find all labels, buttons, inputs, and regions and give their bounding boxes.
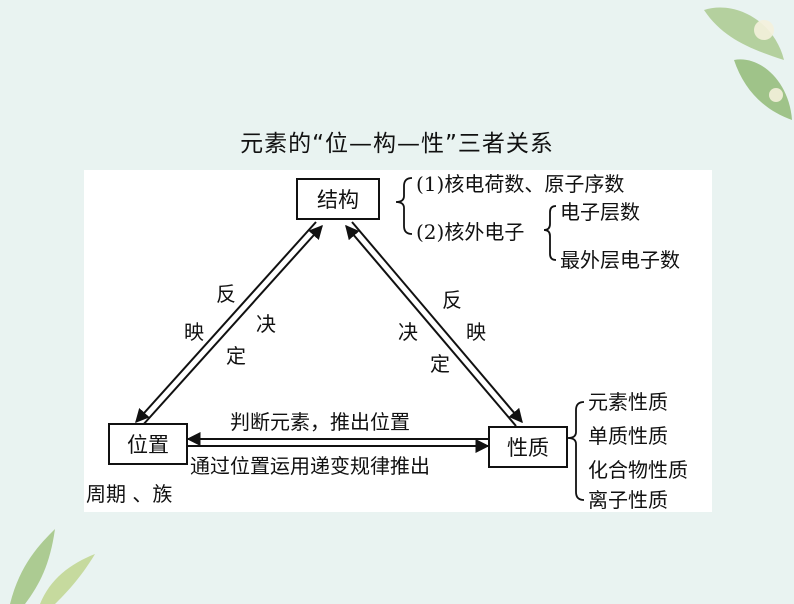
arrow-position-to-structure xyxy=(141,224,323,427)
arrow-structure-to-position xyxy=(135,221,317,424)
right-reflect-char-1: 反 xyxy=(442,288,462,312)
bottom-top-label: 判断元素，推出位置 xyxy=(230,410,410,434)
node-structure: 结构 xyxy=(296,178,380,220)
structure-item-2-sub-1: 电子层数 xyxy=(560,200,640,224)
left-reflect-char-1: 反 xyxy=(216,282,236,306)
diagram-panel: 结构 位置 性质 (1)核电荷数、原子序数 (2)核外电子 电子层数 最外层电子… xyxy=(84,170,712,512)
property-item-4: 离子性质 xyxy=(588,488,668,512)
brace-structure xyxy=(395,177,413,235)
structure-item-2: (2)核外电子 xyxy=(416,220,525,244)
position-details: 周期 、族 xyxy=(86,482,173,506)
slide-title: 元素的“位—构—性”三者关系 xyxy=(240,131,554,157)
node-position: 位置 xyxy=(108,423,188,465)
bottom-under-label: 通过位置运用递变规律推出 xyxy=(190,454,430,478)
brace-electrons xyxy=(543,205,557,261)
left-reflect-char-2: 映 xyxy=(184,320,204,344)
right-decide-char-2: 定 xyxy=(430,352,450,376)
left-decide-char-1: 决 xyxy=(256,312,276,336)
leaf-decoration-top-right xyxy=(704,7,792,120)
property-item-2: 单质性质 xyxy=(588,424,668,448)
node-property: 性质 xyxy=(488,426,568,468)
brace-property xyxy=(567,401,585,501)
structure-item-2-sub-2: 最外层电子数 xyxy=(560,248,680,272)
right-reflect-char-2: 映 xyxy=(466,320,486,344)
property-item-3: 化合物性质 xyxy=(588,458,688,482)
property-item-1: 元素性质 xyxy=(588,390,668,414)
right-decide-char-1: 决 xyxy=(398,320,418,344)
left-decide-char-2: 定 xyxy=(226,344,246,368)
arrow-structure-to-property xyxy=(351,221,523,424)
relation-arrows xyxy=(135,177,585,501)
structure-item-1: (1)核电荷数、原子序数 xyxy=(416,172,625,196)
leaf-decoration-bottom-left xyxy=(10,529,95,604)
arrow-property-to-structure xyxy=(345,224,517,427)
